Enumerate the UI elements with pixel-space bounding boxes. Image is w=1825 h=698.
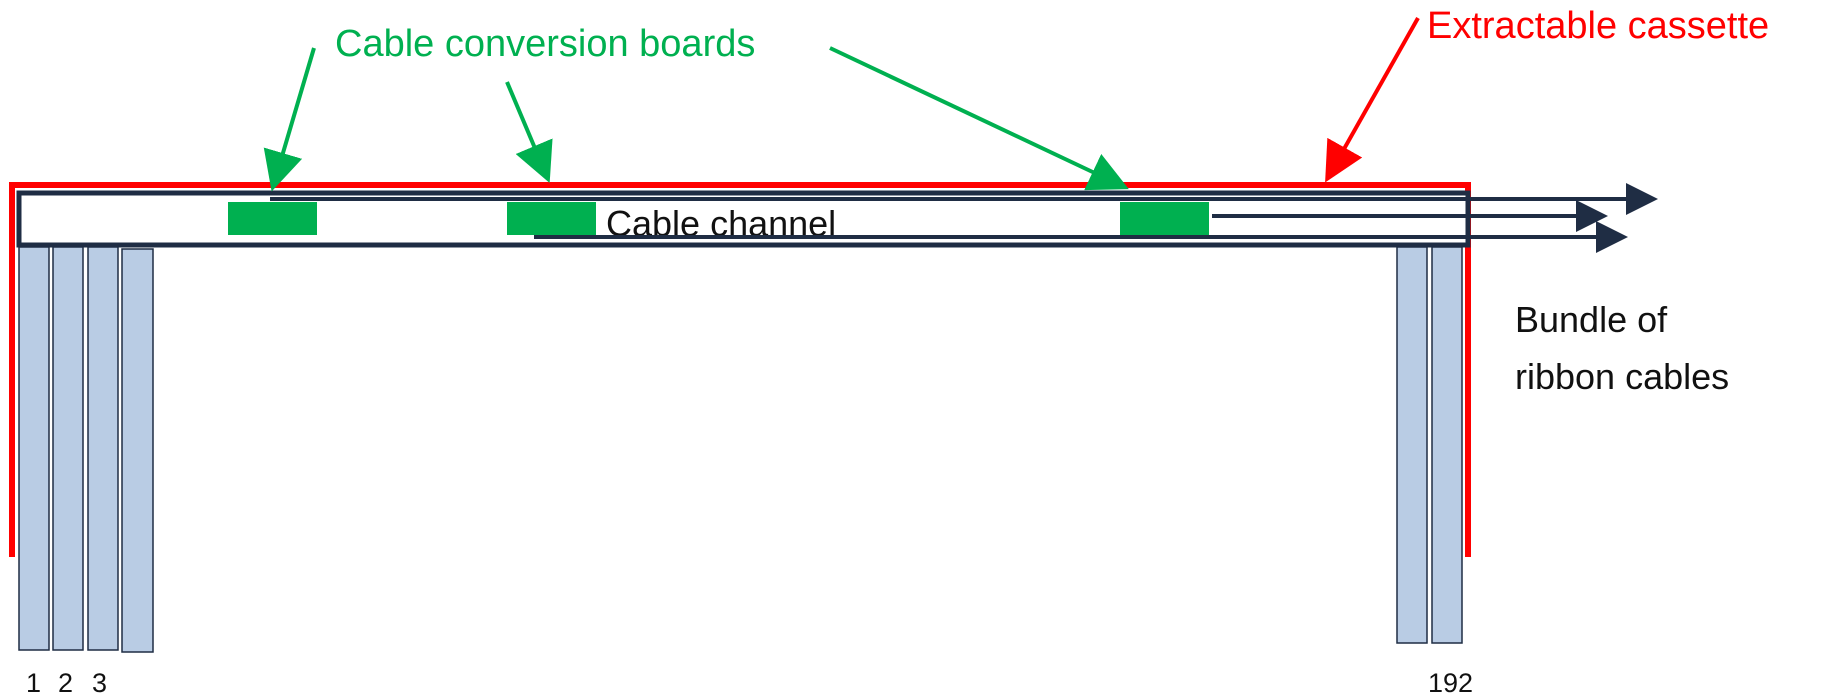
ribbon-cable-4 xyxy=(121,248,154,653)
cable-number-2: 2 xyxy=(58,668,73,698)
conversion-board-2 xyxy=(507,202,596,235)
ribbon-cable-1 xyxy=(18,246,50,651)
cable-conversion-boards-label: Cable conversion boards xyxy=(335,23,755,65)
conversion-board-3 xyxy=(1120,202,1209,235)
bundle-label-line1: Bundle of xyxy=(1515,299,1668,340)
green-arrow-2 xyxy=(505,81,553,184)
ribbon-cable-192 xyxy=(1431,246,1463,644)
cable-number-3: 3 xyxy=(92,668,107,698)
green-arrow-3 xyxy=(829,46,1129,191)
extractable-cassette-label: Extractable cassette xyxy=(1427,5,1769,47)
ribbon-cable-191 xyxy=(1396,246,1428,644)
bundle-label-line2: ribbon cables xyxy=(1515,356,1729,397)
cassette-outline xyxy=(9,182,1471,557)
cable-number-192: 192 xyxy=(1428,668,1473,698)
ribbon-cable-3 xyxy=(87,246,119,651)
green-arrow-1 xyxy=(263,47,316,192)
ribbon-cable-2 xyxy=(52,246,84,651)
cable-number-1: 1 xyxy=(26,668,41,698)
conversion-board-1 xyxy=(228,202,317,235)
red-arrow xyxy=(1325,17,1420,183)
